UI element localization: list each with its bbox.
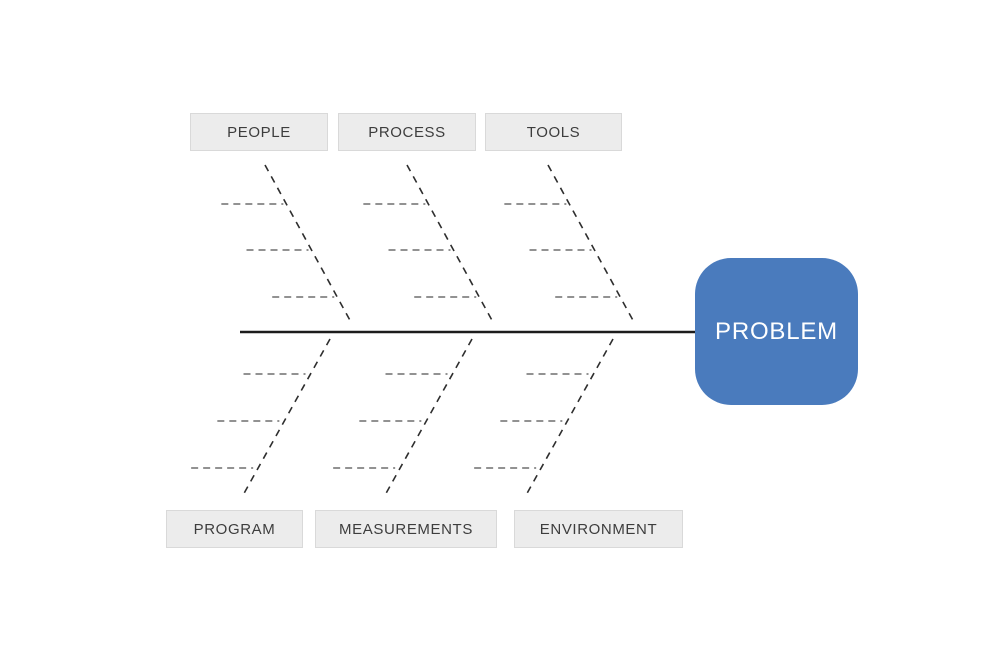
category-box-measurements[interactable]: MEASUREMENTS: [315, 510, 497, 548]
category-box-environment[interactable]: ENVIRONMENT: [514, 510, 683, 548]
category-box-program[interactable]: PROGRAM: [166, 510, 303, 548]
bone-line-bottom-1: [383, 338, 473, 498]
category-box-process[interactable]: PROCESS: [338, 113, 476, 151]
bone-line-top-0: [264, 164, 353, 325]
category-box-people[interactable]: PEOPLE: [190, 113, 328, 151]
bone-line-bottom-0: [241, 338, 331, 498]
bone-line-top-2: [547, 164, 636, 325]
category-box-tools[interactable]: TOOLS: [485, 113, 622, 151]
bone-line-top-1: [406, 164, 495, 325]
bone-line-bottom-2: [524, 338, 614, 498]
problem-node[interactable]: PROBLEM: [695, 258, 858, 405]
